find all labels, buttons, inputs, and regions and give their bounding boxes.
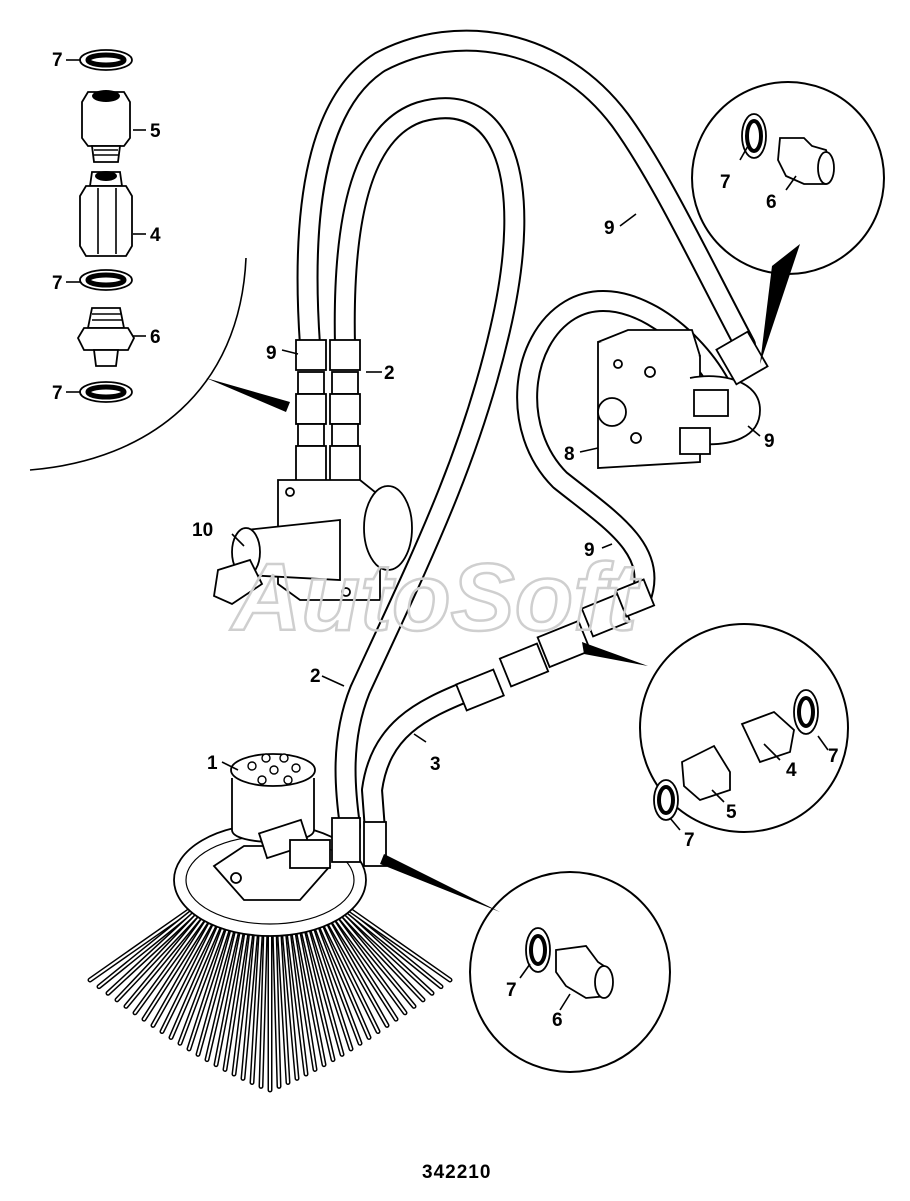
seal-washer-7-top	[79, 49, 133, 71]
brush-bristle-highlight	[297, 909, 334, 1061]
brush-bristle-highlight	[242, 909, 259, 1080]
callout-7: 7	[52, 383, 63, 404]
union-fitting-6	[76, 307, 136, 367]
brush-bristle-highlight	[98, 909, 195, 988]
callout-7: 7	[828, 746, 839, 767]
inline-fittings	[455, 578, 656, 712]
brush-bristle-highlight	[251, 909, 263, 1084]
callout-9: 9	[266, 343, 277, 364]
brush-bristle-highlight	[325, 909, 397, 1021]
callout-9: 9	[584, 540, 595, 561]
callout-7: 7	[720, 172, 731, 193]
brush-bristle-highlight	[349, 909, 451, 981]
callout-7: 7	[52, 50, 63, 71]
seal-washer-7-bottom	[79, 381, 133, 403]
callout-4: 4	[786, 760, 797, 781]
callout-6: 6	[150, 327, 161, 348]
brush-bristle-highlight	[224, 909, 251, 1071]
brush-bristle-highlight	[345, 909, 442, 988]
brush-bristle-highlight	[233, 909, 255, 1076]
callout-6: 6	[552, 1010, 563, 1031]
brush-bristle-highlight	[125, 909, 207, 1008]
callout-2: 2	[310, 666, 321, 687]
callout-3: 3	[430, 754, 441, 775]
brush-bristle-highlight	[170, 909, 227, 1039]
brush-bristle-highlight	[281, 909, 298, 1080]
brush-bristle-highlight	[333, 909, 415, 1008]
reference-number: 342210	[422, 1162, 491, 1183]
brush-bristle-highlight	[313, 909, 370, 1039]
brush-assembly	[87, 753, 453, 1093]
brush-bristle-highlight	[293, 909, 325, 1066]
detail-circle-middle-right	[582, 623, 849, 833]
callout-7: 7	[506, 980, 517, 1001]
brush-bristle-highlight	[161, 909, 223, 1033]
adapter-fitting-5	[81, 90, 131, 163]
callout-6: 6	[766, 192, 777, 213]
brush-bristle-highlight	[337, 909, 424, 1001]
brush-bristle-highlight	[215, 909, 247, 1066]
callout-8: 8	[564, 444, 575, 465]
brush-bristle-highlight	[341, 909, 433, 995]
callout-7: 7	[52, 273, 63, 294]
watermark: AutoSoft	[230, 544, 641, 651]
brush-bristle-highlight	[309, 909, 361, 1045]
brush-bristle-highlight	[188, 909, 235, 1050]
brush-bristle-highlight	[143, 909, 215, 1021]
hose-routing	[296, 29, 756, 841]
brush-bristle-highlight	[107, 909, 199, 995]
detail-circle-bottom	[380, 854, 671, 1073]
seal-washer-7-middle	[79, 269, 133, 291]
callout-2: 2	[384, 363, 395, 384]
callout-9: 9	[764, 431, 775, 452]
left-fitting-stack	[29, 49, 290, 471]
callout-4: 4	[150, 225, 161, 246]
brush-bristle-highlight	[260, 909, 267, 1088]
callout-5: 5	[150, 121, 161, 142]
brush-bristle-highlight	[301, 909, 343, 1056]
valve-block-8	[597, 329, 769, 469]
brush-bristle-highlight	[273, 909, 280, 1088]
callout-labels: 7 5 4 7 6 7 9 2 10 2 1 3 8 9 9 9 7 6 7 4…	[52, 50, 839, 1031]
brush-bristle-highlight	[289, 909, 316, 1071]
brush-bristle-highlight	[206, 909, 243, 1061]
brush-bristle-highlight	[89, 909, 191, 981]
brush-bristle-highlight	[321, 909, 388, 1027]
brush-bristles	[87, 907, 453, 1093]
brush-bristle-highlight	[285, 909, 307, 1076]
brush-bristle-highlight	[197, 909, 239, 1056]
detail-circle-top-right	[691, 81, 885, 364]
brush-bristle-highlight	[305, 909, 352, 1050]
leader-lines	[221, 213, 761, 771]
brush-bristle-highlight	[277, 909, 289, 1084]
callout-1: 1	[207, 753, 218, 774]
brush-bristle-highlight	[152, 909, 219, 1027]
callout-10: 10	[192, 520, 213, 541]
adapter-fitting-4	[79, 171, 133, 257]
callout-9: 9	[604, 218, 615, 239]
hose-ferrules-upper	[295, 339, 361, 487]
brush-bristle-highlight	[317, 909, 379, 1033]
callout-7: 7	[684, 830, 695, 851]
callout-5: 5	[726, 802, 737, 823]
brush-bristle-highlight	[134, 909, 211, 1014]
brush-bristle-highlight	[179, 909, 231, 1045]
brush-bristle-highlight	[329, 909, 406, 1014]
brush-bristle-highlight	[116, 909, 203, 1001]
